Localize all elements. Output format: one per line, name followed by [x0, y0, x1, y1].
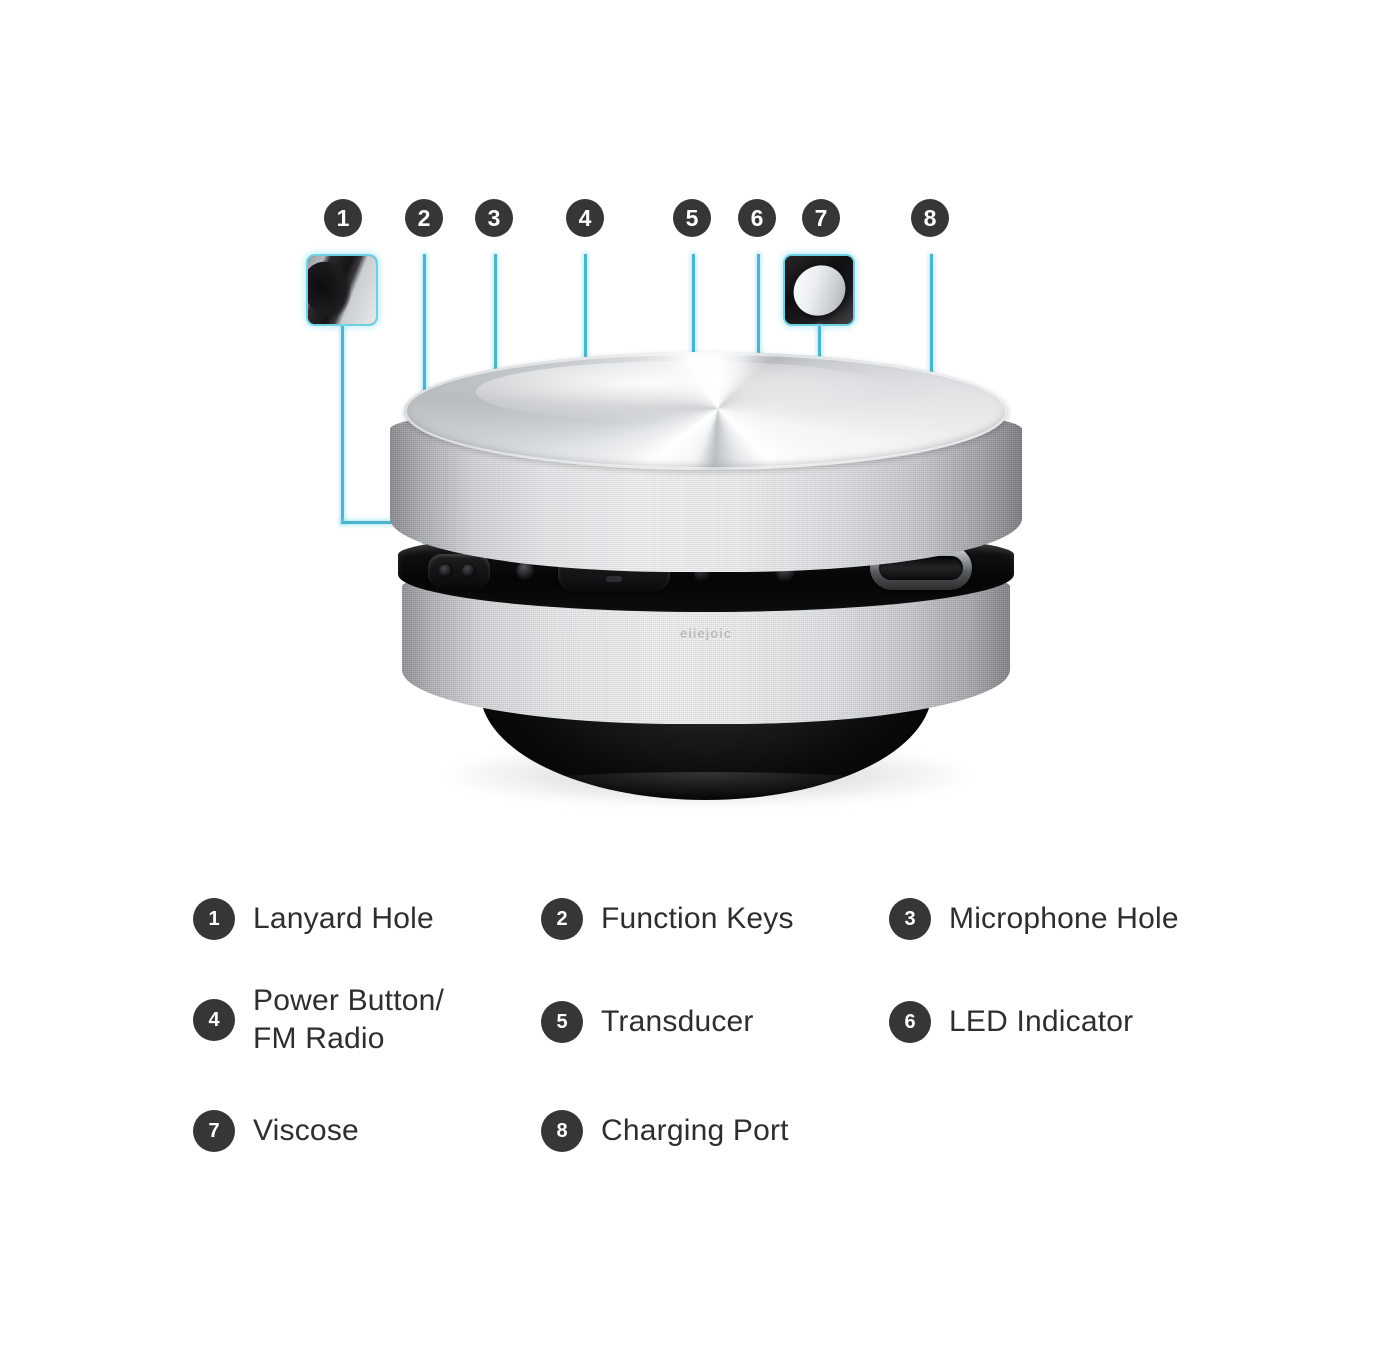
legend-badge-8: 8 — [541, 1110, 583, 1152]
viscose-pad-closeup-art — [785, 256, 853, 324]
legend-badge-3: 3 — [889, 898, 931, 940]
legend-badge-4: 4 — [193, 999, 235, 1042]
lanyard-hole-closeup-art — [308, 256, 376, 324]
legend-item-7[interactable]: 7 Viscose — [193, 1110, 359, 1152]
callout-badge-5[interactable]: 5 — [673, 199, 711, 237]
legend-row-2: 4 Power Button/ FM Radio 5 Transducer 6 … — [0, 968, 1378, 1076]
legend-label-7: Viscose — [253, 1113, 359, 1147]
legend-label-1: Lanyard Hole — [253, 901, 434, 935]
leader-line-1-horizontal — [341, 521, 424, 524]
callout-badge-2[interactable]: 2 — [405, 199, 443, 237]
device-emboss-logo: eiiejoic — [679, 626, 733, 641]
legend: 1 Lanyard Hole 2 Function Keys 3 Microph… — [0, 886, 1378, 1158]
legend-label-3: Microphone Hole — [949, 901, 1179, 935]
legend-badge-1: 1 — [193, 898, 235, 940]
lanyard-hole-port — [428, 554, 490, 588]
lanyard-hole-left — [438, 563, 453, 578]
top-disc-sheen — [476, 361, 900, 423]
legend-row-3: 7 Viscose 8 Charging Port — [0, 1076, 1378, 1158]
callout-badge-8[interactable]: 8 — [911, 199, 949, 237]
legend-item-3[interactable]: 3 Microphone Hole — [889, 898, 1179, 940]
legend-label-5: Transducer — [601, 1004, 754, 1038]
legend-item-6[interactable]: 6 LED Indicator — [889, 1001, 1133, 1043]
legend-row-1: 1 Lanyard Hole 2 Function Keys 3 Microph… — [0, 886, 1378, 968]
callout-badge-6[interactable]: 6 — [738, 199, 776, 237]
callout-badge-4[interactable]: 4 — [566, 199, 604, 237]
legend-badge-2: 2 — [541, 898, 583, 940]
lanyard-hole-right — [461, 563, 476, 578]
legend-badge-5: 5 — [541, 1001, 583, 1043]
legend-item-4[interactable]: 4 Power Button/ FM Radio — [193, 982, 444, 1059]
callout-badge-1[interactable]: 1 — [324, 199, 362, 237]
legend-item-5[interactable]: 5 Transducer — [541, 1001, 754, 1043]
legend-badge-6: 6 — [889, 1001, 931, 1043]
legend-item-8[interactable]: 8 Charging Port — [541, 1110, 789, 1152]
legend-label-8: Charging Port — [601, 1113, 789, 1147]
thumbnail-lanyard-hole — [306, 254, 378, 326]
legend-item-2[interactable]: 2 Function Keys — [541, 898, 794, 940]
device-top-disc — [404, 352, 1008, 470]
legend-label-4: Power Button/ FM Radio — [253, 984, 445, 1056]
thumbnail-viscose — [783, 254, 855, 326]
legend-item-1[interactable]: 1 Lanyard Hole — [193, 898, 434, 940]
callout-badge-3[interactable]: 3 — [475, 199, 513, 237]
microphone-hole — [516, 560, 535, 581]
legend-badge-7: 7 — [193, 1110, 235, 1152]
bluetooth-speaker-illustration: eiiejoic — [370, 352, 1042, 822]
legend-label-2: Function Keys — [601, 901, 794, 935]
callout-badge-7[interactable]: 7 — [802, 199, 840, 237]
leader-line-1-vertical — [341, 326, 344, 524]
legend-label-6: LED Indicator — [949, 1004, 1134, 1038]
